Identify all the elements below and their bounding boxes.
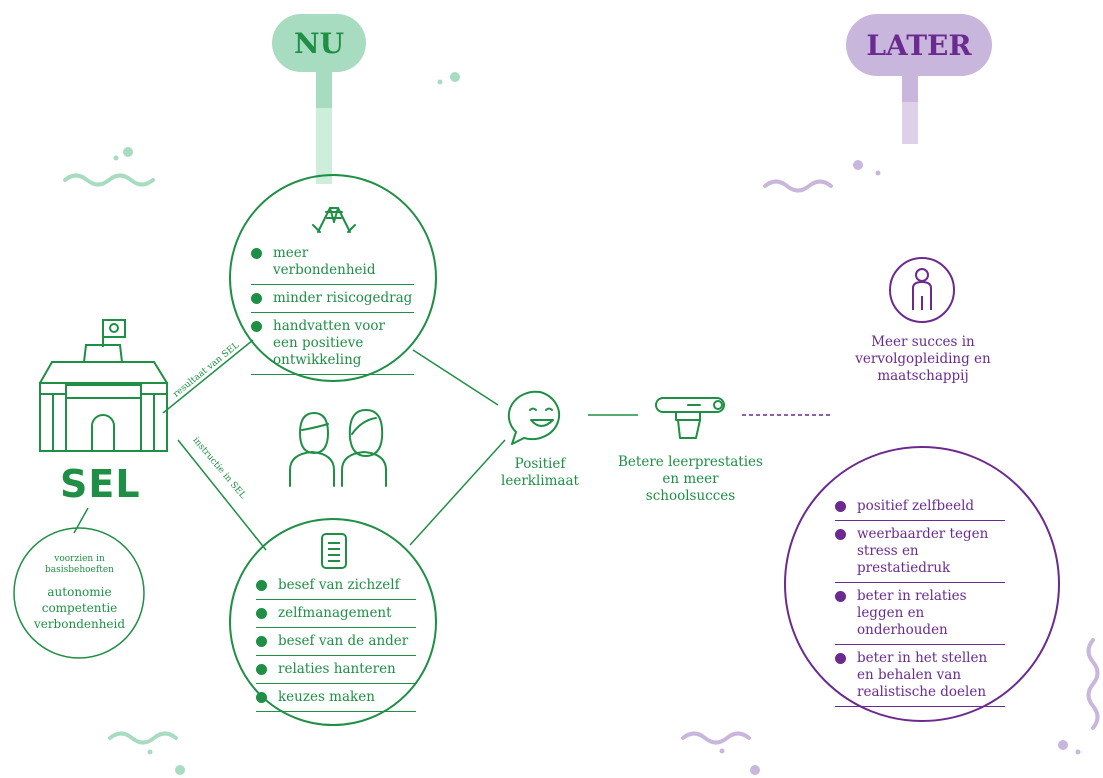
list-item: positief zelfbeeld <box>835 498 1005 521</box>
list-item-label: relaties hanteren <box>278 661 396 677</box>
document-icon <box>321 533 347 569</box>
bullet-dot-icon <box>256 580 267 591</box>
bullet-dot-icon <box>251 321 262 332</box>
instruction-circle <box>229 518 437 726</box>
needs-heading: voorzien in basisbehoeften <box>45 554 114 576</box>
person-icon <box>889 257 955 323</box>
handshake-icon <box>312 207 356 233</box>
bullet-dot-icon <box>256 636 267 647</box>
list-item: handvatten voor een positieve ontwikkeli… <box>251 318 414 375</box>
list-item: besef van zichzelf <box>256 577 416 600</box>
decoration-dots <box>113 72 1081 775</box>
bullet-dot-icon <box>256 692 267 703</box>
bullet-dot-icon <box>835 501 846 512</box>
now-flag-label: NU <box>293 27 344 60</box>
students-icon <box>289 408 387 487</box>
list-item: zelfmanagement <box>256 605 416 628</box>
bullet-dot-icon <box>251 248 262 259</box>
later-signpost <box>846 14 992 144</box>
list-item-label: besef van de ander <box>278 633 409 649</box>
list-item-label: handvatten voor een positieve ontwikkeli… <box>273 318 385 368</box>
bullet-dot-icon <box>835 591 846 602</box>
list-item-label: minder risicogedrag <box>273 290 413 306</box>
bullet-dot-icon <box>835 529 846 540</box>
instruction-list: besef van zichzelf zelfmanagement besef … <box>256 577 416 717</box>
later-list: positief zelfbeeld weerbaarder tegen str… <box>835 498 1005 712</box>
bullet-dot-icon <box>835 653 846 664</box>
later-circle <box>784 446 1060 722</box>
needs-item-competence: competentie <box>41 601 118 615</box>
needs-item-autonomy: autonomie <box>47 585 112 599</box>
list-item-label: meer verbondenheid <box>273 245 376 278</box>
bullet-dot-icon <box>256 608 267 619</box>
list-item: minder risicogedrag <box>251 290 414 313</box>
school-building-icon <box>39 319 168 452</box>
decoration-squiggles <box>63 173 1100 745</box>
performance-label: Betere leerprestaties en meer schoolsucc… <box>618 454 763 504</box>
bullet-dot-icon <box>256 664 267 675</box>
climate-label: Positief leerklimaat <box>501 456 579 489</box>
list-item-label: weerbaarder tegen stress en prestatiedru… <box>857 526 989 576</box>
list-item: meer verbondenheid <box>251 245 414 285</box>
result-list: meer verbondenheid minder risicogedrag h… <box>251 245 414 380</box>
list-item: besef van de ander <box>256 633 416 656</box>
list-item: weerbaarder tegen stress en prestatiedru… <box>835 526 1005 583</box>
diploma-hand-icon <box>655 397 725 439</box>
list-item-label: keuzes maken <box>278 689 375 705</box>
later-flag-label: LATER <box>866 29 972 62</box>
list-item-label: beter in het stellen en behalen van real… <box>857 650 988 700</box>
list-item: beter in relaties leggen en onderhouden <box>835 588 1005 645</box>
list-item: keuzes maken <box>256 689 416 712</box>
list-item: beter in het stellen en behalen van real… <box>835 650 1005 707</box>
success-label: Meer succes in vervolgopleiding en maats… <box>855 334 991 384</box>
smiley-speech-bubble-icon <box>507 390 561 445</box>
list-item-label: zelfmanagement <box>278 605 392 621</box>
list-item-label: beter in relaties leggen en onderhouden <box>857 588 967 638</box>
now-signpost <box>272 14 366 184</box>
needs-circle <box>13 527 145 659</box>
list-item: relaties hanteren <box>256 661 416 684</box>
needs-item-connectedness: verbondenheid <box>33 617 126 631</box>
connector-lines <box>73 339 638 551</box>
list-item-label: positief zelfbeeld <box>857 498 975 514</box>
list-item-label: besef van zichzelf <box>278 577 400 593</box>
bullet-dot-icon <box>251 293 262 304</box>
sel-title: SEL <box>60 462 141 506</box>
result-circle <box>229 174 437 382</box>
